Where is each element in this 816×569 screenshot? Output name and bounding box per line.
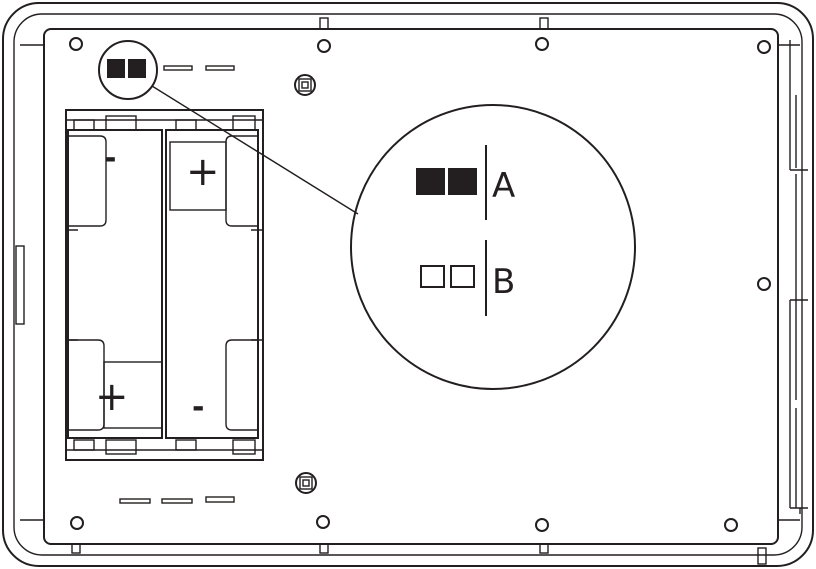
leader-line — [151, 85, 359, 215]
screw-hole-bottom-right — [724, 518, 738, 532]
bottom-dashes — [119, 496, 235, 504]
screw-hole-bottom-mid — [316, 515, 330, 529]
switch-detail-magnified: A B — [350, 104, 636, 390]
mounting-boss-bottom — [295, 472, 317, 494]
screw-hole-bottom-right-mid — [535, 518, 549, 532]
position-b-empty-squares — [420, 265, 445, 288]
screw-hole-top-mid — [317, 39, 331, 53]
screw-holes — [69, 37, 771, 532]
position-a-filled-squares — [416, 168, 445, 195]
switch-detail-small — [98, 40, 235, 100]
position-label-a: A — [492, 166, 515, 206]
screw-hole-top-right — [757, 40, 771, 54]
mounting-boss-top — [294, 74, 316, 96]
screw-hole-right-mid — [757, 277, 771, 291]
battery-slot-right — [165, 129, 259, 439]
polarity-minus-right: - — [192, 390, 204, 425]
battery-slot-left — [67, 129, 163, 439]
screw-hole-top-right-mid — [535, 37, 549, 51]
screw-hole-top-left — [69, 37, 83, 51]
screw-hole-bottom-left — [70, 516, 84, 530]
polarity-minus-left: - — [104, 141, 116, 176]
polarity-plus-left: + — [95, 374, 129, 420]
position-label-b: B — [492, 262, 515, 302]
polarity-plus-right: + — [186, 149, 220, 195]
